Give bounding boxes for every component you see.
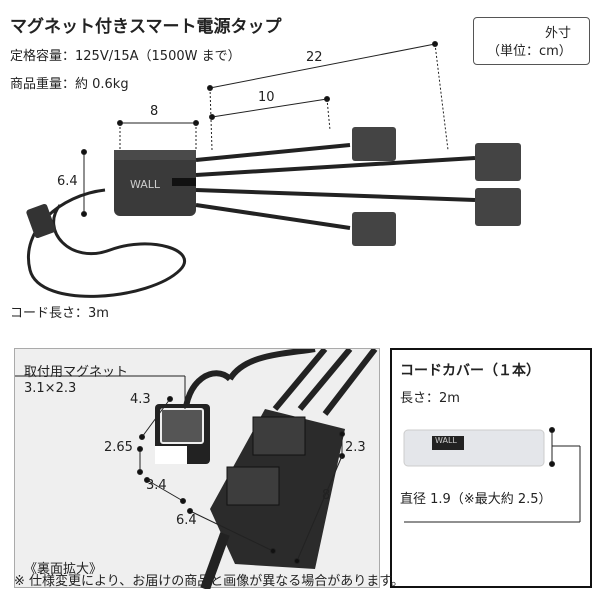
dim-8-hub: 8 — [322, 488, 331, 503]
dim-3-4: 3.4 — [146, 478, 167, 493]
dim-4-3: 4.3 — [130, 392, 151, 407]
back-view-caption: 《裏面拡大》 — [24, 562, 103, 577]
brand-logo: WALL — [130, 178, 161, 191]
product-title: マグネット付きスマート電源タップ — [10, 17, 282, 37]
cord-cover-panel — [390, 348, 592, 588]
cord-cover-diameter: 直径 1.9（※最大約 2.5） — [400, 492, 552, 507]
cord-cover-illustration — [403, 427, 581, 523]
back-view-panel — [14, 348, 380, 589]
dim-6-4-hub: 6.4 — [176, 513, 197, 528]
dim-8: 8 — [150, 104, 159, 119]
back-view-illustration — [15, 349, 378, 589]
dimension-lines — [81, 41, 449, 217]
dim-2-3: 2.3 — [345, 440, 366, 455]
spec-weight: 商品重量：約 0.6kg — [10, 77, 129, 92]
cord-cover-length: 長さ：2m — [400, 391, 460, 406]
dim-2-65: 2.65 — [104, 440, 133, 455]
dim-6-4: 6.4 — [57, 174, 78, 189]
cord-cover-title: コードカバー（１本） — [400, 363, 540, 379]
power-strip-illustration — [26, 127, 521, 298]
magnet-label: 取付用マグネット — [24, 365, 129, 380]
legend-box — [473, 17, 590, 65]
footer-note: ※ 仕様変更により、お届けの商品と画像が異なる場合があります。 — [14, 574, 404, 589]
dim-22: 22 — [306, 50, 323, 65]
dim-10: 10 — [258, 90, 275, 105]
cord-cover-logo: WALL — [435, 436, 457, 445]
legend-outer: 外寸 — [545, 26, 572, 41]
legend-unit: （単位：cm） — [487, 44, 572, 59]
spec-rating: 定格容量：125V/15A（1500W まで） — [10, 49, 241, 64]
magnet-size: 3.1×2.3 — [24, 381, 77, 396]
spec-cord-length: コード長さ：3m — [10, 306, 109, 321]
